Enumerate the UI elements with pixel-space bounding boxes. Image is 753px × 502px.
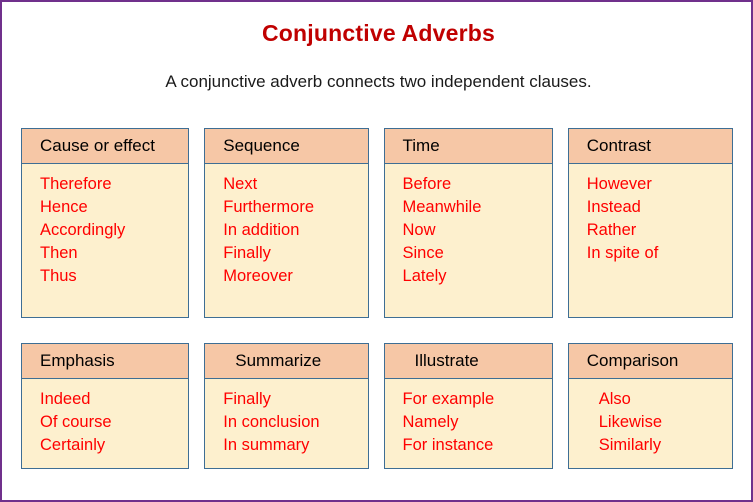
term-item: Accordingly bbox=[40, 221, 126, 239]
category-card-comparison: Comparison Also Likewise Similarly bbox=[567, 343, 733, 469]
category-terms-contrast: However Instead Rather In spite of bbox=[569, 164, 732, 317]
term-item: Then bbox=[40, 244, 78, 262]
category-header-time: Time bbox=[384, 129, 552, 164]
term-item: For instance bbox=[402, 436, 494, 454]
term-item: Thus bbox=[40, 267, 77, 285]
category-header-contrast: Contrast bbox=[568, 129, 732, 164]
category-terms-sequence: Next Furthermore In addition Finally Mor… bbox=[205, 164, 367, 317]
term-item: Furthermore bbox=[223, 198, 315, 216]
category-terms-emphasis: Indeed Of course Certainly bbox=[22, 379, 188, 468]
term-item: Now bbox=[402, 221, 436, 239]
category-row-1: Cause or effect Therefore Hence Accordin… bbox=[21, 128, 733, 318]
term-item: Of course bbox=[40, 413, 112, 431]
term-item: Before bbox=[402, 175, 452, 193]
category-header-cause-or-effect: Cause or effect bbox=[22, 129, 189, 164]
category-header-summarize: Summarize bbox=[205, 344, 368, 379]
category-card-contrast: Contrast However Instead Rather In spite… bbox=[567, 128, 733, 318]
term-item: Indeed bbox=[40, 390, 91, 408]
category-terms-summarize: Finally In conclusion In summary bbox=[205, 379, 367, 468]
term-item: In spite of bbox=[586, 244, 659, 262]
category-card-sequence: Sequence Next Furthermore In addition Fi… bbox=[204, 128, 369, 318]
category-card-time: Time Before Meanwhile Now Since Lately bbox=[383, 128, 553, 318]
term-item: Since bbox=[402, 244, 444, 262]
category-header-illustrate: Illustrate bbox=[384, 344, 552, 379]
category-card-illustrate: Illustrate For example Namely For instan… bbox=[383, 343, 553, 469]
term-item: Instead bbox=[586, 198, 641, 216]
category-terms-comparison: Also Likewise Similarly bbox=[569, 379, 732, 468]
term-item: Moreover bbox=[223, 267, 293, 285]
category-card-cause-or-effect: Cause or effect Therefore Hence Accordin… bbox=[21, 128, 190, 318]
term-item: Similarly bbox=[598, 436, 662, 454]
category-card-emphasis: Emphasis Indeed Of course Certainly bbox=[21, 343, 190, 469]
category-grid: Cause or effect Therefore Hence Accordin… bbox=[21, 128, 733, 494]
term-item: However bbox=[586, 175, 652, 193]
category-header-comparison: Comparison bbox=[568, 344, 732, 379]
term-item: In conclusion bbox=[223, 413, 320, 431]
term-item: Next bbox=[223, 175, 258, 193]
category-terms-time: Before Meanwhile Now Since Lately bbox=[385, 164, 552, 317]
term-item: For example bbox=[402, 390, 495, 408]
term-item: Namely bbox=[402, 413, 459, 431]
term-item: Finally bbox=[223, 390, 271, 408]
term-item: Meanwhile bbox=[402, 198, 482, 216]
category-header-sequence: Sequence bbox=[205, 129, 368, 164]
category-header-emphasis: Emphasis bbox=[22, 344, 189, 379]
category-row-2: Emphasis Indeed Of course Certainly Summ… bbox=[21, 343, 733, 469]
term-item: Certainly bbox=[40, 436, 106, 454]
term-item: In summary bbox=[223, 436, 310, 454]
term-item: Rather bbox=[586, 221, 637, 239]
category-terms-illustrate: For example Namely For instance bbox=[385, 379, 552, 468]
category-terms-cause-or-effect: Therefore Hence Accordingly Then Thus bbox=[22, 164, 188, 317]
term-item: Likewise bbox=[598, 413, 663, 431]
term-item: Also bbox=[598, 390, 631, 408]
term-item: Finally bbox=[223, 244, 271, 262]
page-subtitle: A conjunctive adverb connects two indepe… bbox=[165, 72, 592, 91]
page-title: Conjunctive Adverbs bbox=[262, 20, 495, 46]
term-item: Hence bbox=[40, 198, 88, 216]
term-item: Therefore bbox=[40, 175, 112, 193]
term-item: In addition bbox=[223, 221, 300, 239]
category-card-summarize: Summarize Finally In conclusion In summa… bbox=[204, 343, 369, 469]
term-item: Lately bbox=[402, 267, 447, 285]
